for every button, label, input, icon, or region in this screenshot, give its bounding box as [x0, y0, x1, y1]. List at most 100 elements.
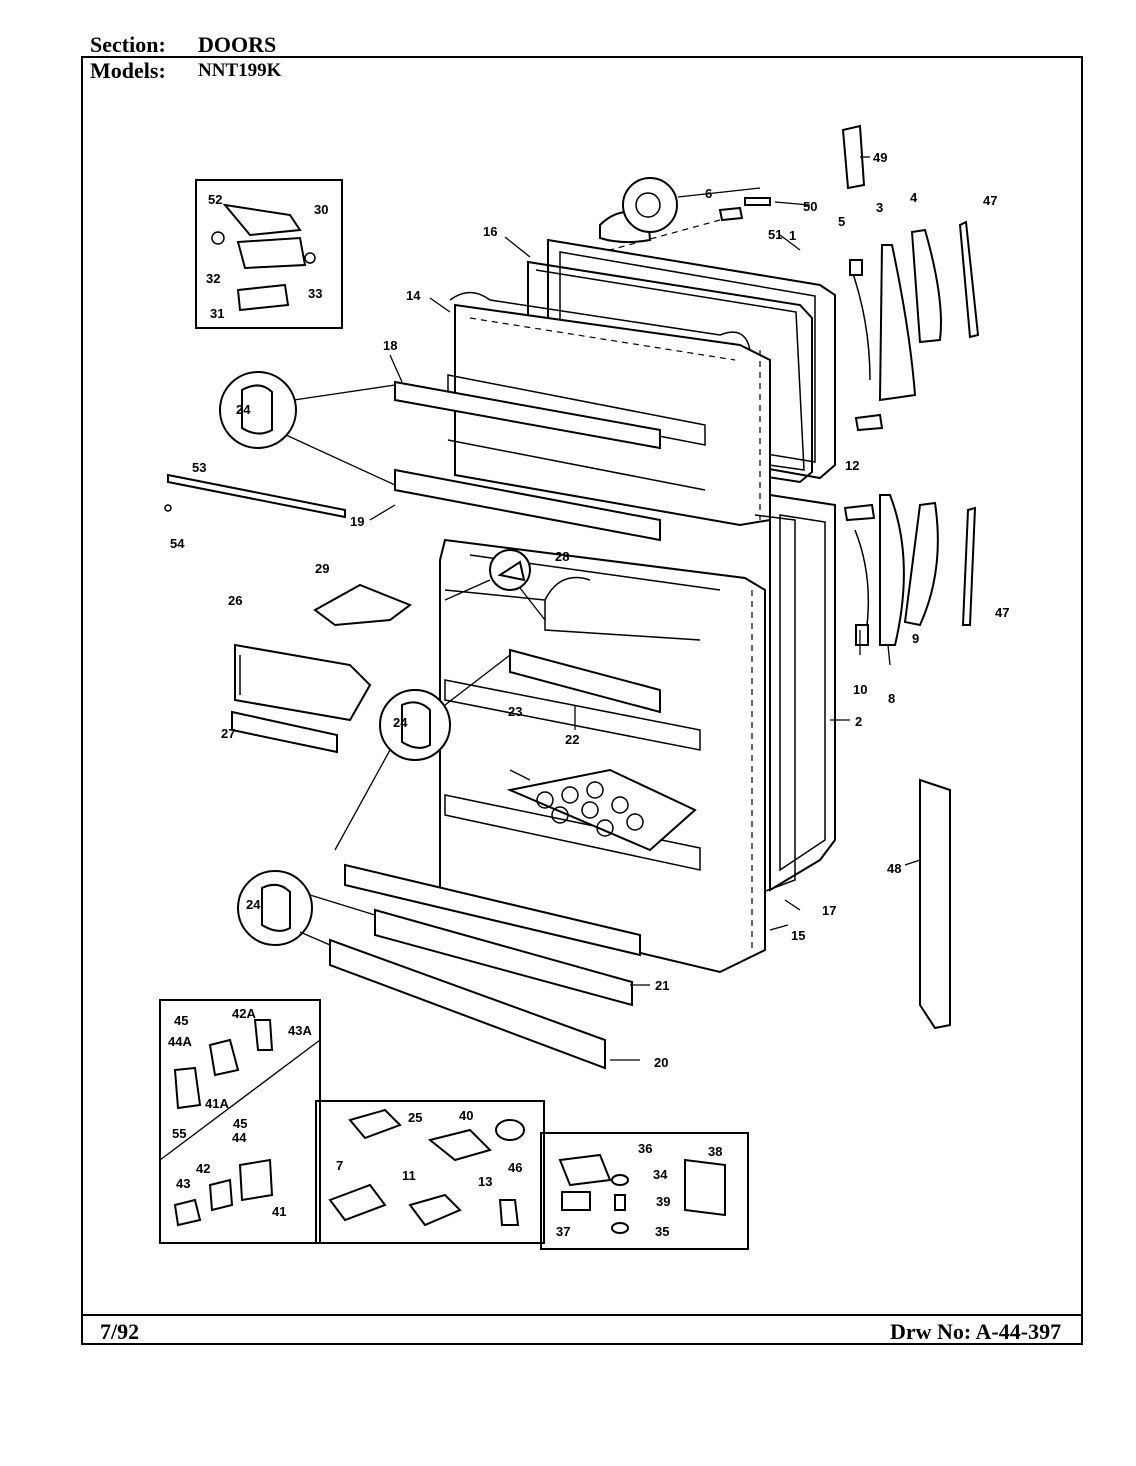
fresh-food-door-outer-panel [769, 493, 836, 892]
section-value: DOORS [198, 32, 277, 57]
callout-10: 10 [853, 682, 867, 697]
callout-24-lower: 24 [246, 897, 261, 912]
callout-51: 51 [768, 227, 782, 242]
callout-43: 43 [176, 1176, 190, 1191]
freezer-shelf-bar-18 [394, 380, 661, 450]
handle-trim-47-upper [958, 220, 980, 339]
callout-6: 6 [705, 186, 712, 201]
callout-12: 12 [845, 458, 859, 473]
dairy-door-26 [234, 643, 372, 722]
callout-48: 48 [887, 861, 901, 876]
callout-47-lower: 47 [995, 605, 1009, 620]
detail-callout-24-upper [219, 371, 396, 486]
callout-20: 20 [654, 1055, 668, 1070]
callout-24-upper: 24 [236, 402, 251, 417]
callout-30: 30 [314, 202, 328, 217]
callout-5: 5 [838, 214, 845, 229]
callout-45-bottom: 45 [233, 1116, 247, 1131]
callout-18: 18 [383, 338, 397, 353]
callout-19: 19 [350, 514, 364, 529]
callout-47-upper: 47 [983, 193, 997, 208]
callout-26: 26 [228, 593, 242, 608]
callout-16: 16 [483, 224, 497, 239]
callout-33: 33 [308, 286, 322, 301]
hinge-12 [843, 413, 884, 522]
callout-17: 17 [822, 903, 836, 918]
callout-38: 38 [708, 1144, 722, 1159]
handle-trim-49 [841, 124, 866, 190]
callout-53: 53 [192, 460, 206, 475]
hinge-cover-6 [622, 177, 678, 233]
shelf-bar-21 [374, 908, 633, 1007]
callout-25: 25 [408, 1110, 422, 1125]
detail-callout-28 [444, 549, 546, 621]
callout-28: 28 [555, 549, 569, 564]
callout-36: 36 [638, 1141, 652, 1156]
footer-date: 7/92 [100, 1319, 139, 1344]
drawing-number: Drw No: A-44-397 [890, 1319, 1061, 1344]
handle-8 [879, 494, 905, 646]
callout-7: 7 [336, 1158, 343, 1173]
callout-45-top: 45 [174, 1013, 188, 1028]
callout-34: 34 [653, 1167, 668, 1182]
shelf-bar-upper-bottom [344, 863, 641, 957]
freezer-door-liner [447, 291, 771, 527]
models-label: Models: [90, 58, 166, 83]
leader-lines [369, 156, 921, 1061]
callout-41: 41 [272, 1204, 286, 1219]
handle-trim-4 [910, 228, 942, 344]
callout-8: 8 [888, 691, 895, 706]
callout-23: 23 [508, 704, 522, 719]
callout-9: 9 [912, 631, 919, 646]
hinge-pin-50 [744, 197, 771, 206]
dairy-hinge-29 [313, 583, 413, 627]
callout-3: 3 [876, 200, 883, 215]
callout-44a: 44A [168, 1034, 192, 1049]
detail-callout-24-middle [334, 654, 511, 851]
section-label: Section: [90, 32, 166, 57]
egg-tray-23 [506, 768, 697, 852]
callout-31: 31 [210, 306, 224, 321]
handle-trim-48 [919, 778, 951, 1030]
models-value: NNT199K [198, 60, 282, 81]
detail-box-7-46 [315, 1100, 545, 1244]
door-rail-53 [164, 473, 346, 519]
fresh-food-door-gasket [754, 514, 796, 896]
callout-35: 35 [655, 1224, 669, 1239]
shelf-bar-20 [329, 938, 606, 1070]
callout-29: 29 [315, 561, 329, 576]
callout-13: 13 [478, 1174, 492, 1189]
detail-box-41-45 [159, 999, 321, 1244]
callout-39: 39 [656, 1194, 670, 1209]
callout-27: 27 [221, 726, 235, 741]
callout-22: 22 [565, 732, 579, 747]
callout-11: 11 [402, 1168, 416, 1183]
callout-41a: 41A [205, 1096, 229, 1111]
callout-42: 42 [196, 1161, 210, 1176]
callout-52: 52 [208, 192, 222, 207]
handle-3 [878, 244, 917, 402]
callout-32: 32 [206, 271, 220, 286]
callout-54: 54 [170, 536, 185, 551]
callout-2: 2 [855, 714, 862, 729]
callout-44: 44 [232, 1130, 247, 1145]
callout-1: 1 [789, 228, 796, 243]
callout-50: 50 [803, 199, 817, 214]
detail-box-34-39 [540, 1132, 749, 1250]
callout-46: 46 [508, 1160, 522, 1175]
drawing-frame [81, 56, 1083, 1345]
callout-55: 55 [172, 1126, 186, 1141]
handle-trim-9 [903, 501, 939, 627]
callout-40: 40 [459, 1108, 473, 1123]
callout-43a: 43A [288, 1023, 312, 1038]
handle-strap-5 [849, 259, 871, 381]
callout-42a: 42A [232, 1006, 256, 1021]
detail-callout-24-lower [237, 870, 376, 946]
handle-strap-10 [854, 529, 870, 646]
handle-trim-47-lower [961, 506, 977, 626]
shelf-bar-22 [509, 648, 661, 714]
callout-15: 15 [791, 928, 805, 943]
callout-24-middle: 24 [393, 715, 408, 730]
callout-21: 21 [655, 978, 669, 993]
